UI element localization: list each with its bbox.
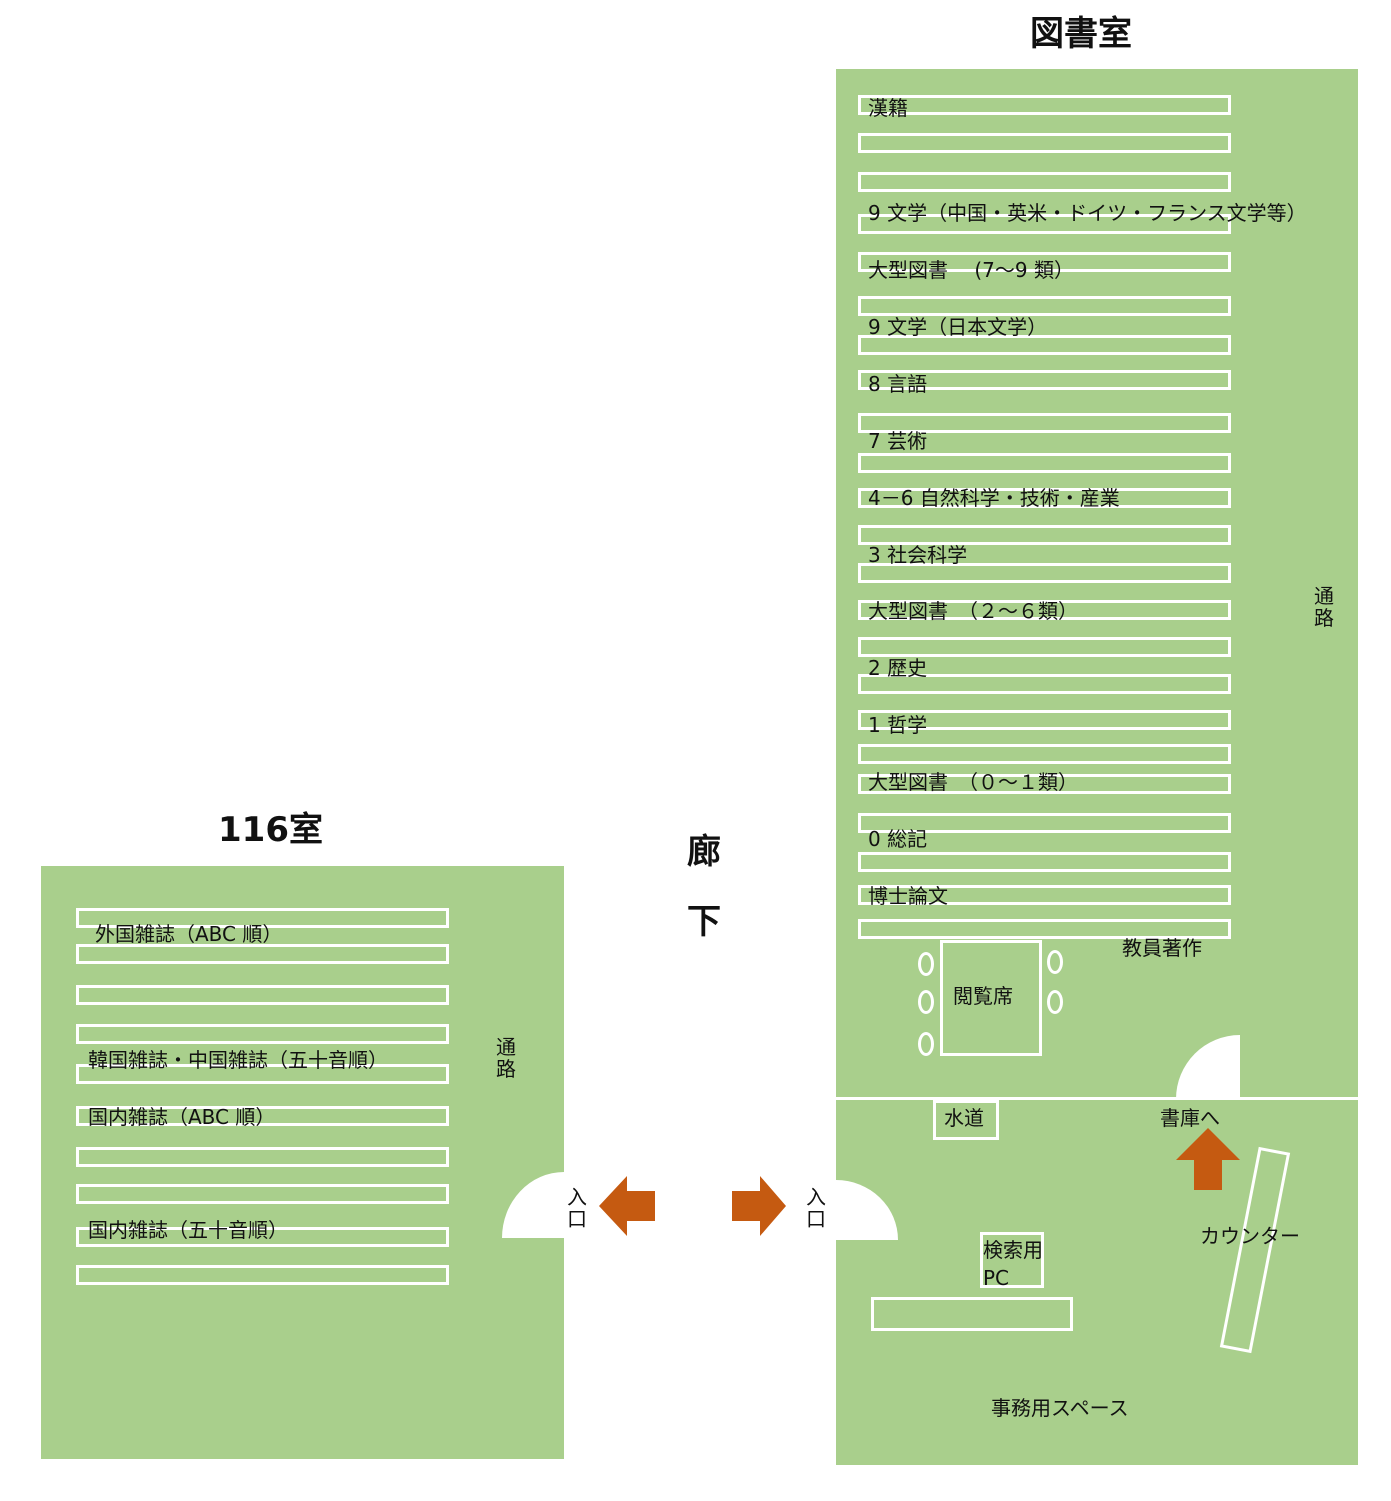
- shelf-label-korean-chinese-magazines: 韓国雑誌・中国雑誌（五十音順）: [88, 1048, 388, 1072]
- shelf-label-arts: 7 芸術: [868, 429, 928, 453]
- shelf: [858, 637, 1231, 657]
- chair: [918, 952, 934, 976]
- shelf-label-domestic-abc: 国内雑誌（ABC 順）: [88, 1105, 276, 1129]
- office-space-label: 事務用スペース: [991, 1396, 1129, 1420]
- corridor-label-top: 廊: [687, 832, 721, 872]
- library-aisle-label: 通路: [1314, 584, 1334, 630]
- shelf: [76, 944, 449, 964]
- shelf: [858, 453, 1231, 473]
- shelf-label-large-0-1: 大型図書 （０～１類）: [868, 770, 1078, 794]
- reading-table: [940, 940, 1042, 1056]
- shelf: [858, 413, 1231, 433]
- library-title: 図書室: [1030, 14, 1132, 54]
- reading-seats-label: 閲覧席: [953, 984, 1013, 1008]
- arrow-left-shape: [599, 1176, 655, 1236]
- shelf: [858, 674, 1231, 694]
- shelf: [858, 563, 1231, 583]
- shelf-label-literature-foreign: 9 文学（中国・英米・ドイツ・フランス文学等）: [868, 201, 1307, 225]
- room116: [41, 866, 564, 1459]
- shelf-label-history: 2 歴史: [868, 656, 928, 680]
- shelf: [76, 985, 449, 1005]
- arrow-up-icon: [1176, 1128, 1240, 1190]
- shelf-label-literature-japanese: 9 文学（日本文学）: [868, 315, 1048, 339]
- chair: [1047, 990, 1063, 1014]
- shelf: [858, 710, 1231, 730]
- arrow-right-shape: [732, 1176, 786, 1236]
- shelf: [858, 488, 1231, 508]
- shelf: [858, 774, 1231, 794]
- counter-label: カウンター: [1200, 1224, 1300, 1248]
- arrow-right-icon: [732, 1176, 786, 1236]
- room116-aisle-label: 通路: [496, 1035, 516, 1081]
- to-stacks-label: 書庫へ: [1160, 1106, 1220, 1130]
- shelf: [858, 214, 1231, 234]
- office-desk: [871, 1297, 1073, 1331]
- library-entrance-label: 入口: [806, 1185, 826, 1231]
- chair: [918, 990, 934, 1014]
- search-pc-box: [980, 1232, 1044, 1288]
- search-pc-label: 検索用PC: [983, 1238, 1043, 1290]
- room116-entrance-label: 入口: [567, 1185, 587, 1231]
- shelf: [858, 885, 1231, 905]
- shelf-label-philosophy: 1 哲学: [868, 713, 928, 737]
- water-box: [933, 1100, 999, 1140]
- shelf: [76, 1265, 449, 1285]
- library-room: [836, 69, 1358, 1465]
- shelf-label-foreign-magazines: 外国雑誌（ABC 順）: [95, 922, 283, 946]
- shelf: [76, 1024, 449, 1044]
- library-divider: [836, 1097, 1358, 1100]
- chair: [918, 1032, 934, 1056]
- room116-title: 116室: [218, 810, 323, 850]
- shelf-label-kanseki: 漢籍: [868, 96, 908, 120]
- shelf: [858, 172, 1231, 192]
- shelf-label-science: 4－6 自然科学・技術・産業: [868, 486, 1120, 510]
- shelf-label-language: 8 言語: [868, 372, 928, 396]
- shelf-label-large-2-6: 大型図書 （２～６類）: [868, 599, 1078, 623]
- chair: [1047, 950, 1063, 974]
- shelf: [858, 335, 1231, 355]
- shelf: [858, 744, 1231, 764]
- shelf-label-domestic-gojuon: 国内雑誌（五十音順）: [88, 1218, 288, 1242]
- shelf: [76, 1147, 449, 1167]
- shelf-label-doctoral: 博士論文: [868, 884, 948, 908]
- shelf: [858, 852, 1231, 872]
- shelf: [76, 1184, 449, 1204]
- shelf-label-large-7-9: 大型図書 (7～9 類）: [868, 258, 1074, 282]
- corridor-label-bottom: 下: [687, 902, 721, 942]
- shelf-label-social-science: 3 社会科学: [868, 543, 968, 567]
- shelf: [858, 525, 1231, 545]
- shelf: [858, 95, 1231, 115]
- shelf: [76, 908, 449, 928]
- shelf: [858, 133, 1231, 153]
- shelf: [76, 1106, 449, 1126]
- faculty-works-label: 教員著作: [1122, 936, 1202, 960]
- shelf: [76, 1227, 449, 1247]
- shelf-label-general: 0 総記: [868, 827, 928, 851]
- arrow-left-icon: [599, 1176, 655, 1236]
- shelf: [858, 296, 1231, 316]
- arrow-up-shape: [1176, 1128, 1240, 1190]
- shelf: [76, 1064, 449, 1084]
- shelf: [858, 370, 1231, 390]
- water-label: 水道: [944, 1106, 984, 1130]
- shelf: [858, 919, 1231, 939]
- shelf: [858, 252, 1231, 272]
- shelf: [858, 600, 1231, 620]
- shelf: [858, 813, 1231, 833]
